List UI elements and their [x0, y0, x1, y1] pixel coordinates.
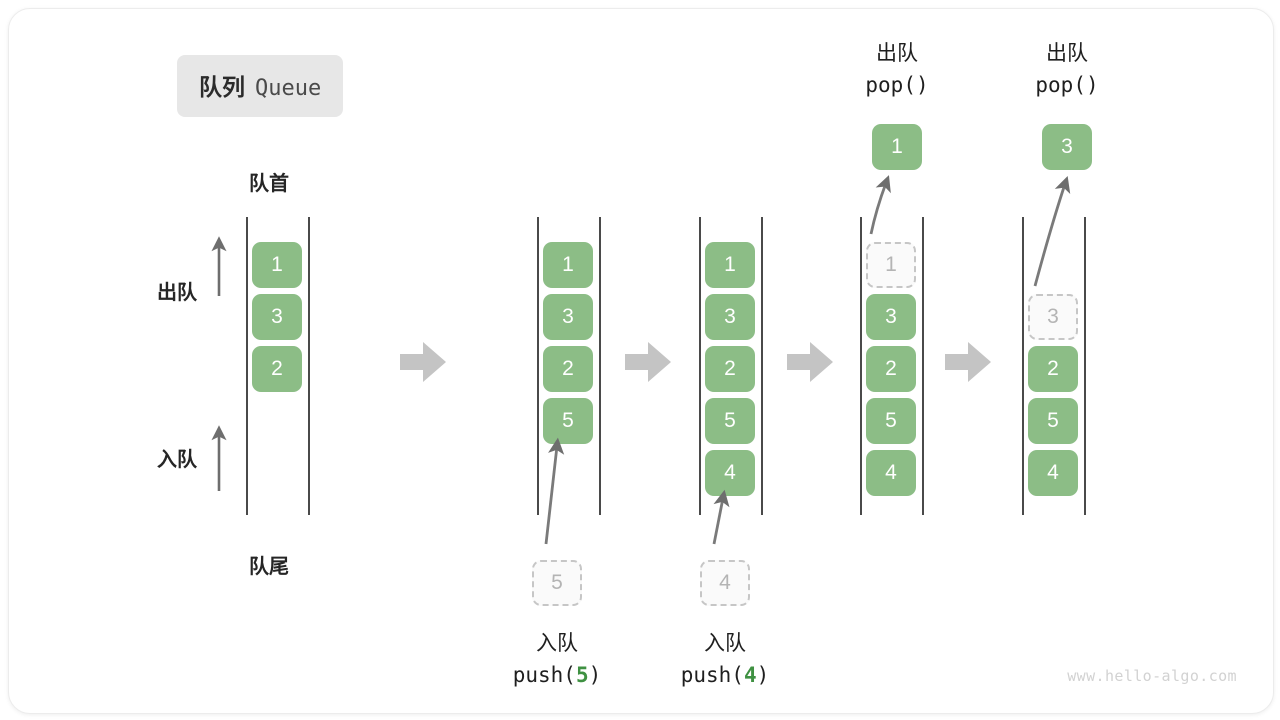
push-5-label-code: push(5)	[457, 659, 657, 691]
push-5-label: 入队 push(5)	[457, 629, 657, 691]
rail-right	[922, 217, 924, 515]
incoming-ghost-box: 4	[700, 560, 750, 606]
rail-left	[699, 217, 701, 515]
pop-3-label-cn: 出队	[1046, 42, 1088, 65]
transition-arrow	[625, 342, 671, 382]
watermark: www.hello-algo.com	[1067, 667, 1237, 685]
push-5-code-arg: 5	[575, 663, 589, 687]
queue-slot-new: 4	[705, 450, 755, 496]
pop-1-label-code: pop()	[865, 73, 929, 97]
popped-item: 3	[1042, 124, 1092, 170]
queue-slot: 2	[1028, 346, 1078, 392]
enqueue-label: 入队	[157, 449, 197, 471]
queue-slot: 3	[543, 294, 593, 340]
transition-arrow	[400, 342, 446, 382]
rail-left	[246, 217, 248, 515]
pop-1-label: 出队 pop()	[817, 39, 977, 101]
queue-slot: 1	[252, 242, 302, 288]
queue-slot-ghost: 3	[1028, 294, 1078, 340]
title-cn: 队列	[199, 74, 245, 100]
push-4-label-cn: 入队	[704, 632, 746, 655]
queue-slot: 3	[866, 294, 916, 340]
push-5-code-suffix: )	[588, 663, 602, 687]
queue-slot: 2	[705, 346, 755, 392]
push-4-code-prefix: push(	[680, 663, 744, 687]
queue-slot-new: 5	[543, 398, 593, 444]
title-badge: 队列 Queue	[177, 55, 344, 117]
pop-3-label: 出队 pop()	[987, 39, 1147, 101]
push-4-label: 入队 push(4)	[625, 629, 825, 691]
queue-slot: 2	[252, 346, 302, 392]
title-en: Queue	[255, 76, 322, 101]
pop-1-arrow	[869, 175, 891, 235]
rail-left	[860, 217, 862, 515]
popped-item: 1	[872, 124, 922, 170]
pop-1-label-cn: 出队	[876, 42, 918, 65]
push-4-code-arg: 4	[743, 663, 757, 687]
queue-slot: 5	[1028, 398, 1078, 444]
queue-slot: 4	[1028, 450, 1078, 496]
queue-slot: 3	[252, 294, 302, 340]
queue-slot: 5	[705, 398, 755, 444]
queue-slot: 1	[543, 242, 593, 288]
push-4-label-code: push(4)	[625, 659, 825, 691]
push-5-label-cn: 入队	[536, 632, 578, 655]
dequeue-label: 出队	[157, 282, 197, 304]
rail-left	[537, 217, 539, 515]
rail-right	[761, 217, 763, 515]
pop-3-label-code: pop()	[1035, 73, 1099, 97]
push-5-code-prefix: push(	[512, 663, 576, 687]
incoming-ghost-box: 5	[532, 560, 582, 606]
rail-right	[599, 217, 601, 515]
push-4-arrow	[712, 489, 730, 545]
rail-left	[1022, 217, 1024, 515]
push-4-code-suffix: )	[756, 663, 770, 687]
queue-slot: 5	[866, 398, 916, 444]
queue-slot: 1	[705, 242, 755, 288]
queue-slot-ghost: 1	[866, 242, 916, 288]
transition-arrow	[787, 342, 833, 382]
rail-right	[308, 217, 310, 515]
diagram-card: 队列 Queue 队首 队尾 出队 入队 1 3 2 1 3 2 5 5 入队 …	[8, 8, 1274, 714]
rail-right	[1084, 217, 1086, 515]
transition-arrow	[945, 342, 991, 382]
push-5-arrow	[544, 437, 565, 545]
queue-slot: 2	[866, 346, 916, 392]
rear-label: 队尾	[249, 556, 289, 578]
queue-slot: 3	[705, 294, 755, 340]
pop-3-arrow	[1033, 176, 1071, 287]
queue-slot: 4	[866, 450, 916, 496]
queue-slot: 2	[543, 346, 593, 392]
front-label: 队首	[249, 173, 289, 195]
